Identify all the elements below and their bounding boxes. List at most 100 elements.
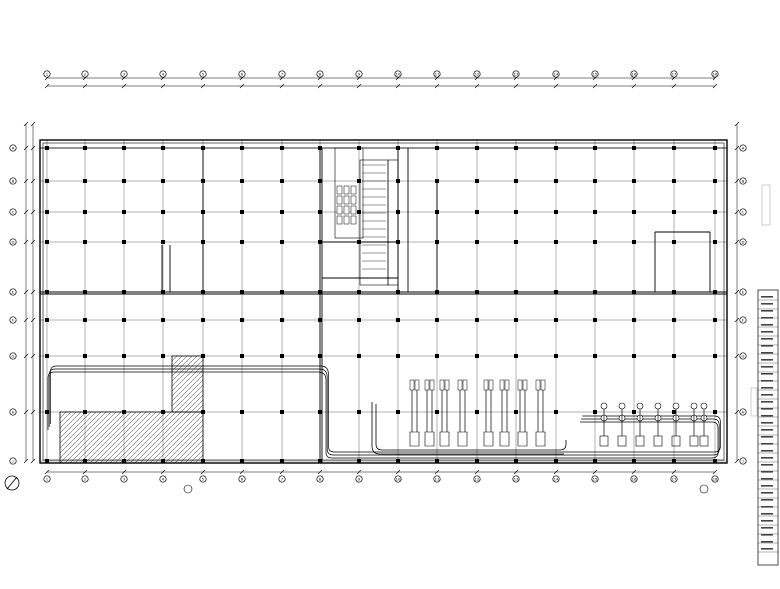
- hatch-line: [79, 356, 191, 463]
- structural-column: [672, 459, 676, 463]
- equipment-unit: [517, 379, 523, 391]
- grid-bubble-row: [739, 288, 747, 296]
- hatch-line: [99, 356, 203, 463]
- structural-column: [435, 459, 439, 463]
- core-cell: [350, 215, 357, 225]
- grid-bubble-col: [711, 70, 719, 78]
- equipment-base: [671, 435, 681, 447]
- core-cell: [343, 185, 350, 195]
- structural-column: [396, 410, 400, 414]
- grid-bubble-col-label: 13: [514, 476, 519, 481]
- grid-bubble-row: [9, 208, 17, 216]
- dimension-tick: [734, 239, 740, 245]
- dimension-tick: [121, 469, 127, 475]
- dimension-tick: [592, 83, 598, 89]
- equipment-unit: [522, 379, 528, 391]
- pipe-runs: [47, 365, 721, 459]
- structural-column: [632, 146, 636, 150]
- structural-column: [593, 290, 597, 294]
- equipment-base: [409, 431, 420, 447]
- structural-column: [593, 318, 597, 322]
- structural-column: [475, 240, 479, 244]
- hatch-line: [60, 356, 126, 463]
- dimension-tick: [395, 469, 401, 475]
- grid-bubble-row-label: D: [742, 239, 745, 244]
- hatch-line: [240, 353, 350, 463]
- dimension-tick: [631, 83, 637, 89]
- structural-column: [713, 459, 717, 463]
- grid-bubble-col-label: 4: [162, 476, 165, 481]
- structural-column: [357, 459, 361, 463]
- structural-column: [357, 318, 361, 322]
- exterior-wall: [39, 139, 728, 464]
- grid-bubble-col: [238, 70, 246, 78]
- grid-bubble-row-label: E: [742, 289, 745, 294]
- dimension-tick: [44, 83, 50, 89]
- dimension-tick: [239, 83, 245, 89]
- note-block: [761, 184, 771, 226]
- pipe-run: [50, 365, 721, 453]
- structural-column: [593, 410, 597, 414]
- grid-bubble-row-label: F: [742, 317, 744, 322]
- hatch-line: [189, 356, 203, 463]
- north-arrow-icon: [4, 475, 709, 494]
- structural-column: [318, 240, 322, 244]
- structural-column: [240, 410, 244, 414]
- structural-column: [201, 290, 205, 294]
- grid-bubble-row-label: B: [742, 178, 745, 183]
- structural-column: [161, 318, 165, 322]
- grid-bubble-col-label: 9: [358, 71, 361, 76]
- grid-bubbles: 1122334455667788991010111112121313141415…: [9, 70, 747, 483]
- title-block-text: [761, 534, 773, 536]
- dimension-tick: [30, 289, 36, 295]
- hatched-room: [171, 355, 204, 413]
- grid-bubble-row-label: J: [741, 458, 743, 463]
- hatch-line: [149, 356, 203, 463]
- structural-column: [554, 240, 558, 244]
- grid-bubble-col-label: 14: [554, 476, 559, 481]
- hatch-line: [60, 356, 121, 463]
- grid-bubble-row-label: H: [12, 409, 15, 414]
- structural-column: [713, 179, 717, 183]
- equipment-unit: [462, 379, 468, 391]
- dimension-tick: [734, 317, 740, 323]
- dimension-tick: [200, 469, 206, 475]
- grid-bubble-row: [9, 288, 17, 296]
- title-block-text: [761, 387, 773, 389]
- structural-column: [672, 354, 676, 358]
- equipment-unit: [636, 402, 644, 410]
- equipment-unit: [483, 379, 489, 391]
- grid-bubble-row-label: G: [742, 353, 745, 358]
- structural-column: [435, 318, 439, 322]
- equipment-base: [653, 435, 663, 447]
- title-block-text: [761, 401, 773, 403]
- equipment-unit: [504, 379, 510, 391]
- dimension-tick: [712, 83, 718, 89]
- structural-column: [593, 240, 597, 244]
- pipe-run: [371, 402, 564, 455]
- structural-column: [713, 318, 717, 322]
- grid-bubble-col-label: 11: [435, 476, 440, 481]
- equipment-base: [689, 435, 699, 447]
- title-block-text: [761, 415, 773, 417]
- structural-column: [475, 410, 479, 414]
- dimension-tick: [200, 83, 206, 89]
- grid-bubble-row: [9, 144, 17, 152]
- grid-bubble-col-label: 18: [713, 71, 718, 76]
- dimension-tick: [44, 469, 50, 475]
- structural-column: [161, 179, 165, 183]
- hatch-line: [124, 356, 203, 463]
- structural-column: [672, 290, 676, 294]
- grid-bubble-col-label: 16: [632, 71, 637, 76]
- structural-column: [45, 210, 49, 214]
- structural-column: [475, 179, 479, 183]
- title-block-text: [761, 457, 773, 459]
- structural-column: [593, 179, 597, 183]
- grid-bubble-row: [739, 352, 747, 360]
- structural-column: [554, 410, 558, 414]
- dimension-tick: [30, 458, 36, 464]
- structural-column: [83, 146, 87, 150]
- structural-column: [122, 318, 126, 322]
- structural-column: [318, 318, 322, 322]
- grid-bubble-col: [316, 70, 324, 78]
